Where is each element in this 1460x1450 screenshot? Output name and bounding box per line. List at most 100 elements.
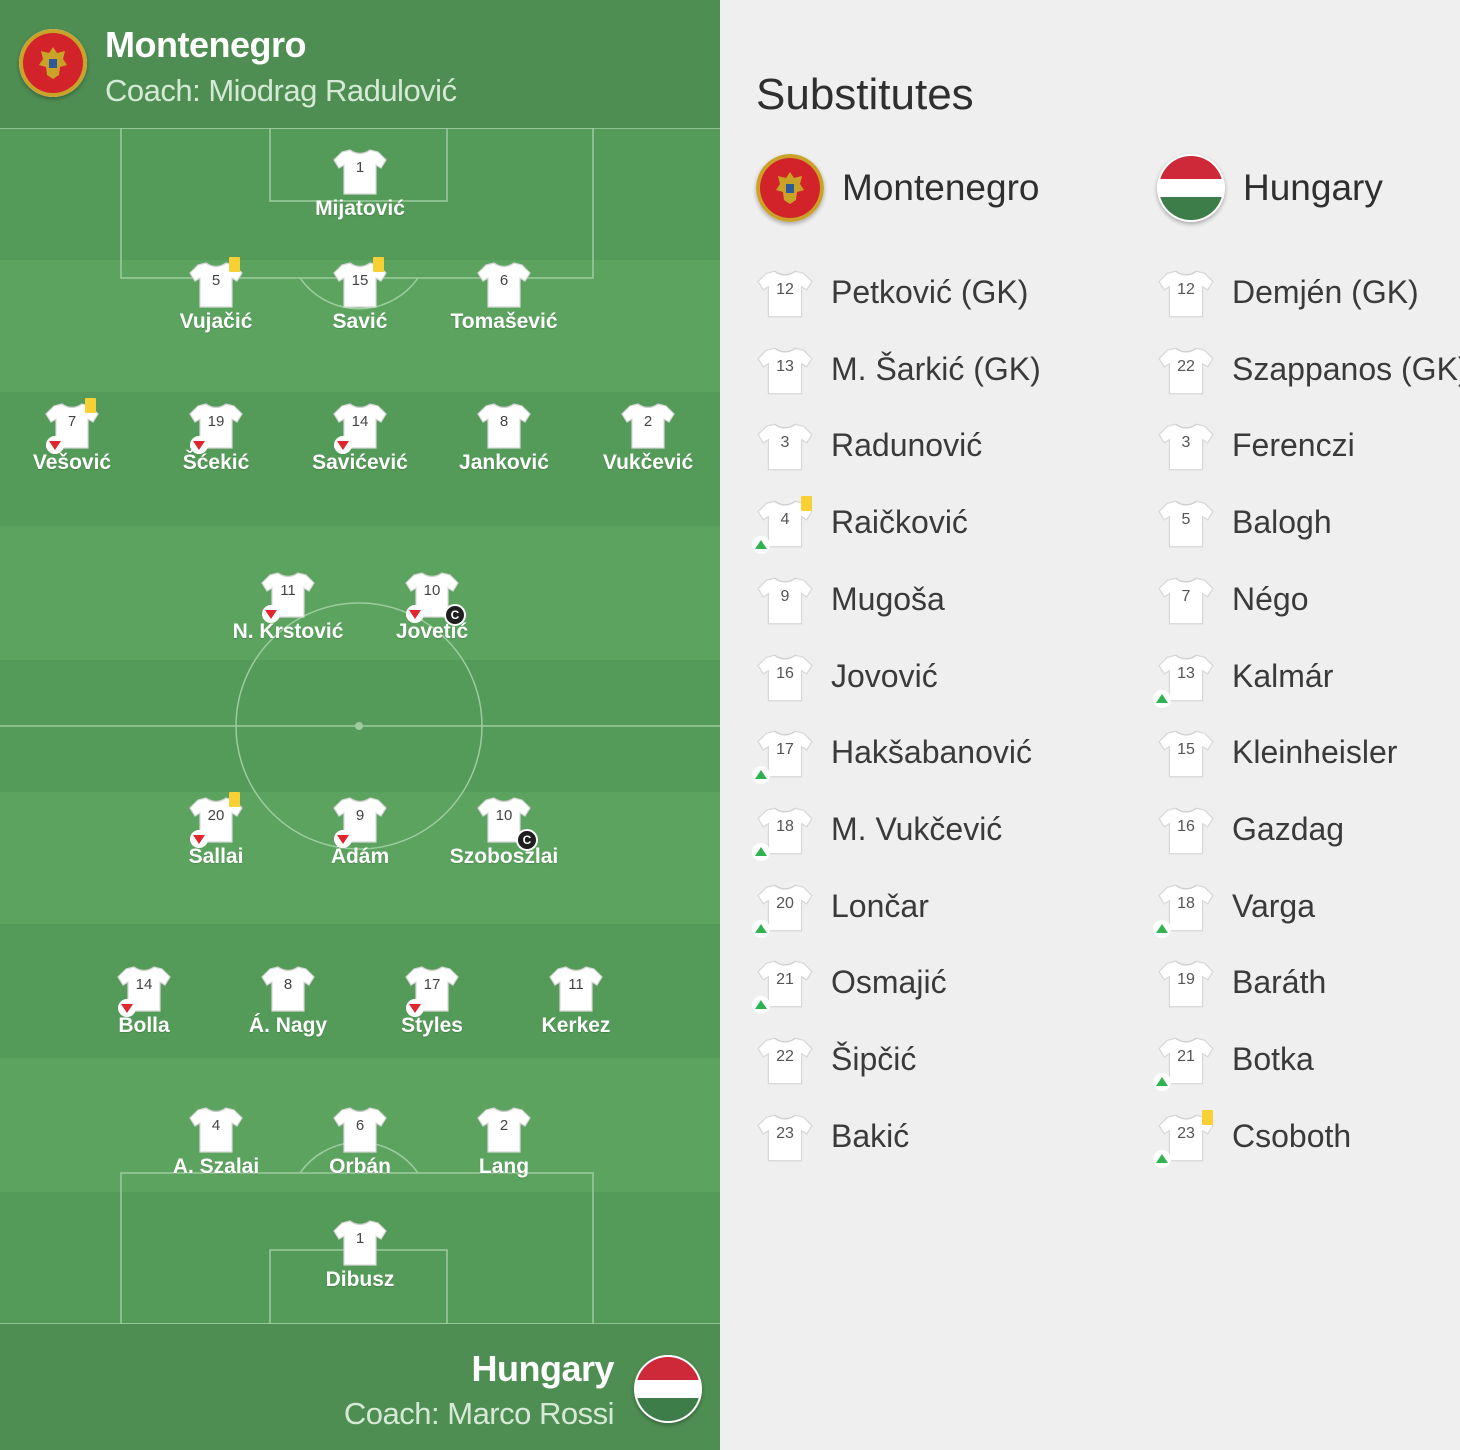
home-subs-team-name: Montenegro [842, 167, 1040, 208]
substitute-name: Osmajić [831, 964, 947, 1001]
shirt-icon [1158, 270, 1214, 318]
substitute-shirt: 23 [756, 1112, 814, 1164]
substitute-shirt: 18 [752, 805, 814, 861]
substituted-off-icon [118, 999, 136, 1017]
shirt-icon [757, 500, 813, 548]
player-name: Lang [478, 1155, 530, 1178]
shirt-number: 8 [499, 413, 509, 430]
shirt-number: 15 [1177, 741, 1195, 759]
shirt-number: 1 [355, 159, 365, 176]
substituted-on-icon [752, 996, 770, 1015]
substituted-on-icon [1153, 919, 1171, 938]
shirt-icon [1158, 884, 1214, 932]
shirt-number: 22 [776, 1048, 794, 1065]
shirt-number: 5 [1181, 511, 1191, 529]
substitute-name: Radunović [831, 427, 983, 464]
substitute-shirt: 23 [1153, 1109, 1215, 1168]
shirt-icon [549, 966, 603, 1012]
shirt-number: 10 [495, 807, 513, 824]
yellow-card-icon [229, 257, 240, 272]
shirt-number: 9 [780, 587, 790, 605]
substitute-name: Bakić [831, 1117, 910, 1154]
substitute-shirt: 12 [1157, 268, 1215, 320]
player-name: Kerkez [541, 1014, 611, 1037]
substituted-off-icon [190, 830, 208, 848]
shirt-icon [477, 403, 531, 449]
substitute-name: Raičković [831, 504, 968, 541]
shirt-number: 13 [1177, 664, 1195, 682]
shirt-icon [1158, 807, 1214, 855]
shirt-icon [621, 403, 675, 449]
shirt-icon [333, 149, 387, 195]
yellow-card-icon [85, 398, 96, 413]
shirt-number: 20 [207, 807, 225, 824]
substituted-on-icon [752, 536, 770, 555]
shirt-number: 12 [776, 281, 794, 298]
shirt-number: 6 [355, 1117, 365, 1134]
shirt-number: 10 [423, 582, 441, 599]
shirt-number: 12 [1177, 281, 1195, 298]
captain-badge: C [444, 604, 466, 626]
player-shirt: 14 [116, 964, 172, 1017]
player-shirt: 6 [476, 260, 532, 310]
substitute-name: Botka [1232, 1041, 1314, 1077]
yellow-card-icon [1202, 1109, 1213, 1125]
away-team-name: Hungary [471, 1348, 614, 1389]
shirt-number: 21 [776, 971, 794, 989]
shirt-number: 2 [499, 1117, 509, 1134]
substitute-shirt: 18 [1153, 882, 1215, 938]
shirt-icon [1158, 347, 1214, 395]
shirt-icon [757, 960, 813, 1008]
shirt-number: 21 [1177, 1048, 1195, 1065]
shirt-number: 9 [355, 807, 365, 824]
player-shirt: 2 [620, 401, 676, 451]
player-shirt: 9 [332, 795, 388, 848]
player-shirt: 2 [476, 1105, 532, 1155]
yellow-card-icon [373, 257, 384, 272]
substitute-name: Gazdag [1232, 810, 1345, 847]
substitutes-title: Substitutes [756, 70, 974, 119]
shirt-number: 19 [207, 413, 225, 430]
shirt-icon [757, 577, 813, 625]
shirt-number: 2 [643, 413, 653, 430]
substitute-name: Varga [1232, 887, 1316, 924]
substituted-on-icon [752, 766, 770, 785]
shirt-icon [189, 1107, 243, 1153]
shirt-number: 17 [423, 976, 441, 993]
substitute-name: Négo [1232, 580, 1309, 617]
shirt-icon [757, 423, 813, 471]
yellow-card-icon [229, 792, 240, 807]
substitute-shirt: 3 [756, 421, 814, 473]
player-name: Á. Nagy [248, 1014, 328, 1037]
player-shirt: 4 [188, 1105, 244, 1155]
montenegro-flag-icon [756, 154, 824, 222]
shirt-icon [1158, 577, 1214, 625]
substitute-shirt: 3 [1157, 421, 1215, 473]
shirt-number: 7 [67, 413, 77, 430]
substitute-shirt: 22 [1157, 345, 1215, 397]
shirt-icon [333, 1220, 387, 1266]
